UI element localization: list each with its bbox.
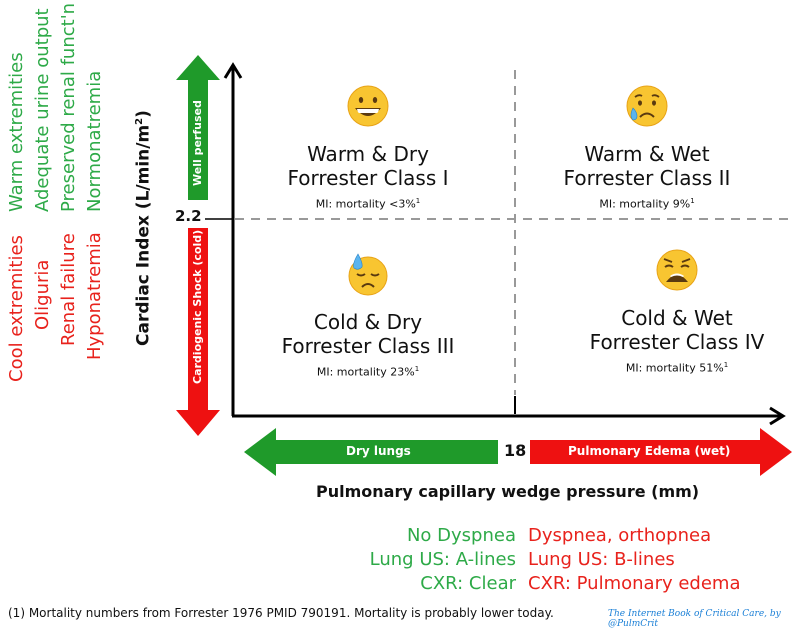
forrester-class: Forrester Class I [287, 166, 449, 190]
forrester-class: Forrester Class III [281, 334, 455, 358]
pulmonary-edema-arrow [530, 428, 792, 476]
wet-sign-2: Lung US: B-lines [528, 549, 675, 570]
credit: The Internet Book of Critical Care, by @… [608, 609, 781, 629]
dry-lungs-label: Dry lungs [346, 444, 411, 458]
pulmonary-edema-label: Pulmonary Edema (wet) [568, 444, 731, 458]
well-perfused-arrow [176, 55, 220, 200]
y-axis-arrowhead [223, 62, 243, 79]
quadrant-title: Warm & Wet [584, 142, 710, 166]
cardiogenic-shock-arrow [176, 228, 220, 436]
mortality: MI: mortality 9%1 [599, 197, 695, 211]
footnote: (1) Mortality numbers from Forrester 197… [8, 606, 554, 620]
quadrant-warm-wet: Warm & Wet Forrester Class II MI: mortal… [537, 84, 757, 213]
wet-sign-1: Dyspnea, orthopnea [528, 525, 712, 546]
quadrant-cold-dry: Cold & Dry Forrester Class III MI: morta… [258, 252, 478, 381]
quadrant-warm-dry: Warm & Dry Forrester Class I MI: mortali… [258, 84, 478, 213]
forrester-class: Forrester Class IV [589, 330, 765, 354]
downcast-sweat-face-icon [348, 253, 388, 296]
dry-lungs-arrow [244, 428, 498, 476]
quadrant-title: Warm & Dry [307, 142, 429, 166]
dry-sign-1: No Dyspnea [406, 525, 516, 546]
quadrant-cold-wet: Cold & Wet Forrester Class IV MI: mortal… [567, 248, 787, 377]
pcwp-threshold-label: 18 [504, 441, 527, 460]
sad-tear-face-icon [626, 85, 668, 127]
wet-lung-signs: Dyspnea, orthopnea Lung US: B-lines CXR:… [528, 524, 788, 596]
ci-threshold-label: 2.2 [175, 207, 202, 225]
x-axis-arrowhead [769, 406, 786, 426]
mortality: MI: mortality <3%1 [315, 197, 421, 211]
mortality: MI: mortality 51%1 [625, 361, 729, 375]
grinning-face-icon [347, 85, 389, 127]
dry-sign-3: CXR: Clear [420, 573, 516, 594]
dry-sign-2: Lung US: A-lines [369, 549, 516, 570]
x-axis-label: Pulmonary capillary wedge pressure (mm) [316, 482, 700, 501]
quadrant-title: Cold & Wet [621, 306, 733, 330]
horizontal-arrows [244, 428, 792, 476]
vertical-arrows [176, 55, 220, 436]
wet-sign-3: CXR: Pulmonary edema [528, 573, 741, 594]
weary-face-icon [656, 249, 698, 291]
mortality: MI: mortality 23%1 [316, 365, 420, 379]
dry-lung-signs: No Dyspnea Lung US: A-lines CXR: Clear [300, 524, 516, 596]
forrester-class: Forrester Class II [563, 166, 731, 190]
quadrant-title: Cold & Dry [313, 310, 423, 334]
